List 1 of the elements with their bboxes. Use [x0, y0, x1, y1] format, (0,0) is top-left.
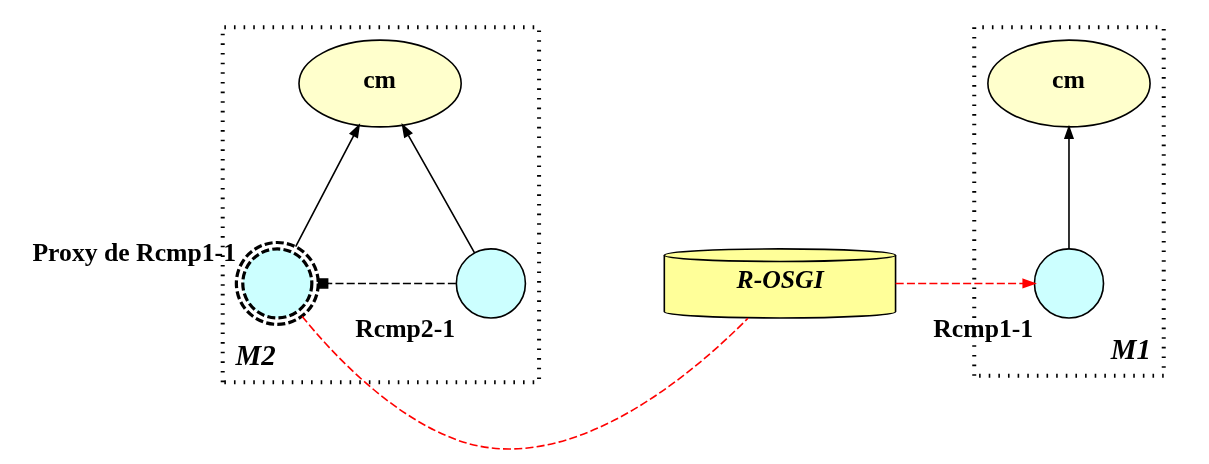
node-label: Rcmp2-1	[355, 313, 456, 343]
